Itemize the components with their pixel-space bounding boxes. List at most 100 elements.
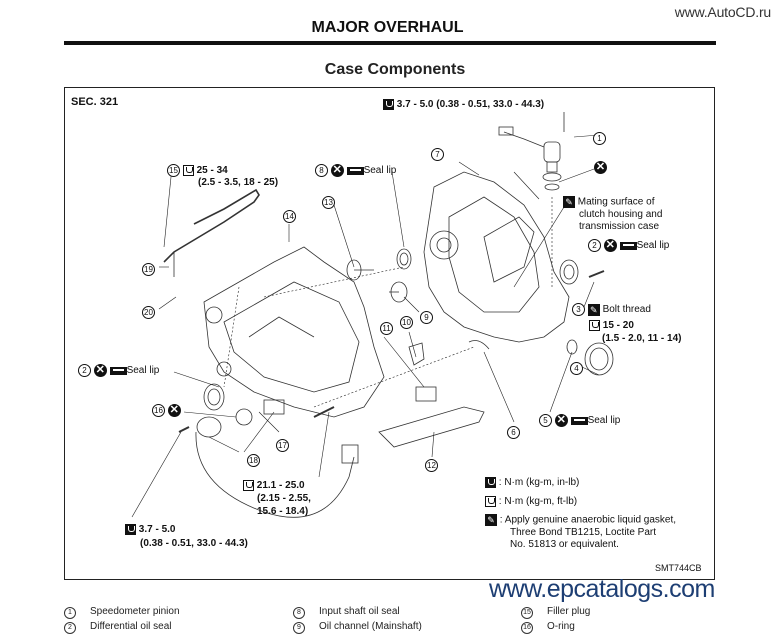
note-line: clutch housing and (579, 208, 663, 220)
parts-list-item: 8 Input shaft oil seal (293, 604, 422, 619)
legend-line: Apply genuine anaerobic liquid gasket, (504, 514, 677, 526)
part-12 (378, 406, 485, 448)
part-number: 16 (521, 622, 533, 634)
torque-ftlb-icon (243, 480, 254, 491)
transmission-case-outline (203, 246, 385, 418)
callout-number: 11 (380, 322, 393, 335)
note-line: transmission case (579, 220, 660, 232)
callout-number: 4 (570, 362, 583, 375)
callout-number: 12 (425, 459, 438, 472)
callout-15: 15 25 - 34 (167, 164, 228, 177)
callout-number: 19 (142, 263, 155, 276)
clutch-housing-bore (429, 230, 459, 260)
callout-5: 5 ✕ Seal lip (539, 414, 620, 427)
parts-list-item: 15 Filler plug (521, 604, 590, 619)
parts-list-column-3: 15 Filler plug 16 O-ring (521, 604, 590, 634)
diagram-frame (64, 87, 715, 580)
seal-lip-grease-icon (619, 241, 637, 250)
diff-oil-seal-right-part (559, 259, 579, 285)
part-number: 1 (64, 607, 76, 619)
callout-1: 1 (593, 132, 606, 145)
section-title: Case Components (324, 61, 466, 78)
torque-ftlb-icon (182, 165, 194, 176)
legend-text: : N·m (kg-m, in-lb) (498, 477, 580, 489)
do-not-reuse-icon: ✕ (554, 414, 568, 427)
callout-9: 9 (420, 311, 433, 324)
parts-list-item: 1 Speedometer pinion (64, 604, 180, 619)
part-number: 2 (64, 622, 76, 634)
torque-inlb-icon (125, 524, 136, 535)
callout-number: 17 (276, 439, 289, 452)
bolt-torque-21-alt1: (2.15 - 2.55, (257, 493, 311, 504)
diff-oil-seal-left-part (203, 383, 225, 411)
site-watermark-label: www.AutoCD.ru (674, 4, 771, 20)
part-number: 8 (293, 607, 305, 619)
part-11 (415, 386, 437, 402)
callout-number: 20 (142, 306, 155, 319)
sensor-bolt-torque-alt: (0.38 - 0.51, 33.0 - 44.3) (140, 538, 248, 549)
part-17 (263, 399, 285, 415)
callout-16: 16 ✕ (152, 404, 181, 417)
callout-18: 18 (247, 454, 260, 467)
seal-lip-grease-icon (346, 166, 364, 175)
callout-17: 17 (276, 439, 289, 452)
part-6 (468, 340, 490, 350)
torque-value: 3.7 - 5.0 (138, 524, 176, 536)
seal-lip-grease-icon (109, 366, 127, 375)
note-line: Mating surface of (577, 196, 655, 208)
callout-13: 13 (322, 196, 335, 209)
callout-14: 14 (283, 210, 296, 223)
part-10 (408, 342, 425, 366)
callout-number: 14 (283, 210, 296, 223)
part-name: Filler plug (547, 606, 591, 617)
do-not-reuse-icon: ✕ (167, 404, 181, 417)
callout-3-torque: 15 - 20 (589, 320, 634, 332)
part-name: Oil channel (Mainshaft) (319, 621, 422, 632)
part-name: Speedometer pinion (90, 606, 180, 617)
callout-3-torque-alt: (1.5 - 2.0, 11 - 14) (602, 333, 682, 344)
torque-value: 21.1 - 25.0 (256, 480, 305, 492)
parts-list-item: 16 O-ring (521, 619, 590, 634)
callout-number: 5 (539, 414, 552, 427)
callout-number: 2 (78, 364, 91, 377)
callout-19: 19 (142, 263, 155, 276)
torque-value: 3.7 - 5.0 (0.38 - 0.51, 33.0 - 44.3) (396, 99, 545, 111)
do-not-reuse-icon: ✕ (594, 161, 607, 174)
part-name: Input shaft oil seal (319, 606, 400, 617)
replace-mark: ✕ (594, 161, 607, 174)
part-name: O-ring (547, 621, 575, 632)
callout-number: 8 (315, 164, 328, 177)
legend-line: No. 51813 or equivalent. (510, 538, 619, 550)
callout-note: Seal lip (587, 415, 621, 427)
clutch-housing-outline (423, 171, 570, 343)
speedometer-bolt-torque: 3.7 - 5.0 (0.38 - 0.51, 33.0 - 44.3) (383, 99, 544, 111)
part-number: 15 (521, 607, 533, 619)
exploded-view-drawing (131, 112, 614, 518)
callout-number: 10 (400, 316, 413, 329)
o-ring-part (235, 408, 253, 426)
do-not-reuse-icon: ✕ (603, 239, 617, 252)
callout-20: 20 (142, 306, 155, 319)
callout-2-right: 2 ✕ Seal lip (588, 239, 669, 252)
legend-line: Three Bond TB1215, Loctite Part (510, 526, 657, 538)
callout-6: 6 (507, 426, 520, 439)
legend-item-ftlb: : N·m (kg-m, ft-lb) (485, 496, 577, 508)
speedometer-pinion-part (543, 141, 561, 163)
sealant-icon: ✎ (563, 196, 575, 208)
torque-ftlb-icon (485, 496, 496, 507)
part-18 (196, 416, 222, 438)
callout-2-left: 2 ✕ Seal lip (78, 364, 159, 377)
callout-number: 2 (588, 239, 601, 252)
do-not-reuse-icon: ✕ (93, 364, 107, 377)
case-bore (205, 306, 223, 324)
callout-11: 11 (380, 322, 393, 335)
legend-text: : (499, 514, 503, 526)
callout-number: 1 (593, 132, 606, 145)
callout-12: 12 (425, 459, 438, 472)
section-number: SEC. 321 (71, 96, 119, 108)
callout-number: 7 (431, 148, 444, 161)
input-shaft-seal-part (396, 248, 412, 270)
callout-note: Bolt thread (602, 304, 651, 316)
